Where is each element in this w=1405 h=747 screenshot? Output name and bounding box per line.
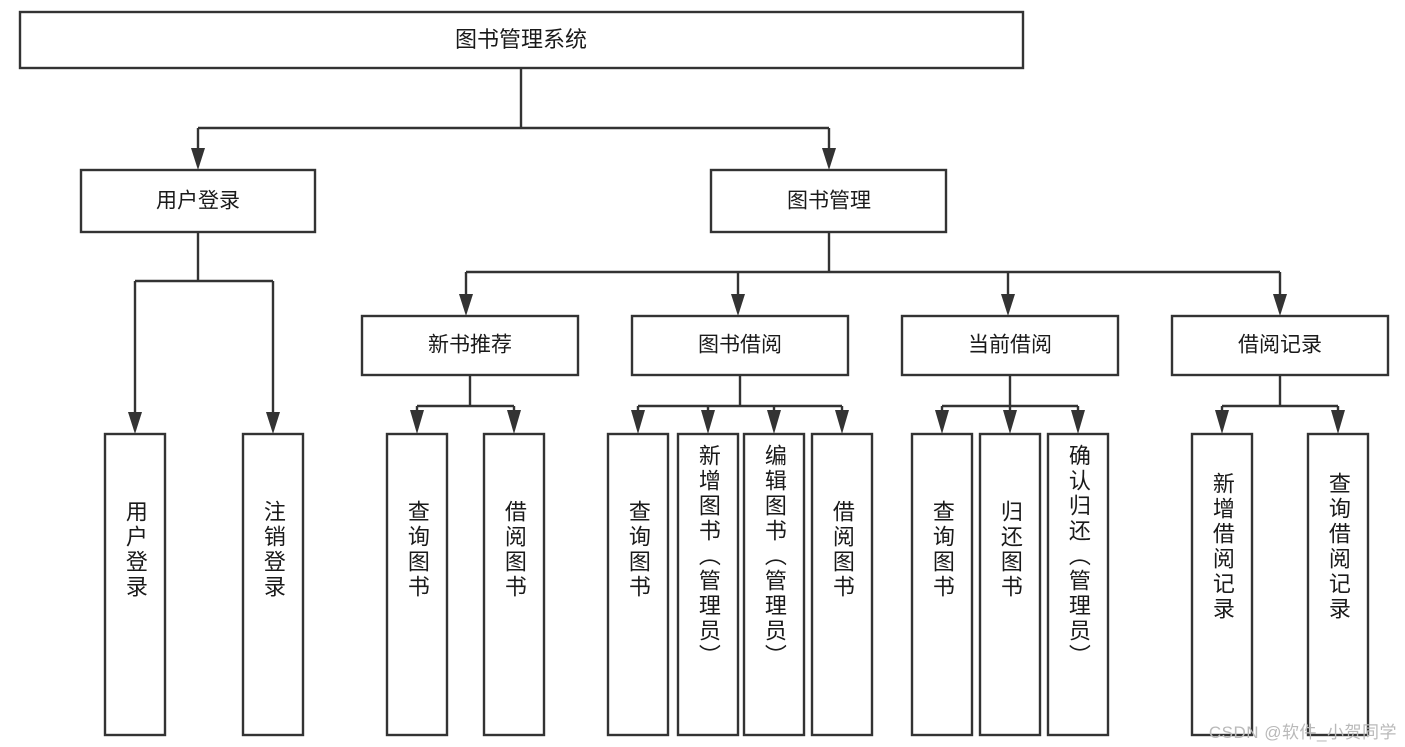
arrow-head-user-login bbox=[128, 412, 142, 434]
node-records-box[interactable] bbox=[1170, 314, 1390, 377]
node-current[interactable]: 当前借阅 bbox=[900, 314, 1120, 377]
connector-group-current bbox=[935, 375, 1085, 434]
leaf-boxes bbox=[103, 432, 1370, 737]
arrow-head-borrow bbox=[731, 294, 745, 316]
leaf-box-edit-book[interactable] bbox=[742, 432, 806, 737]
arrow-head-borrow-book-2 bbox=[835, 410, 849, 434]
leaf-box-borrow-book-2[interactable] bbox=[810, 432, 874, 737]
leaf-box-query-book-3[interactable] bbox=[910, 432, 974, 737]
leaf-box-add-book[interactable] bbox=[676, 432, 740, 737]
arrow-head-add-record bbox=[1215, 410, 1229, 434]
arrow-head-user-logout bbox=[266, 412, 280, 434]
node-bookmgmt-box[interactable] bbox=[709, 168, 948, 234]
leaf-box-user-login[interactable] bbox=[103, 432, 167, 737]
arrow-head-query-book-1 bbox=[410, 410, 424, 434]
node-current-box[interactable] bbox=[900, 314, 1120, 377]
leaf-box-borrow-book-1[interactable] bbox=[482, 432, 546, 737]
leaf-box-confirm-return[interactable] bbox=[1046, 432, 1110, 737]
node-newbook-box[interactable] bbox=[360, 314, 580, 377]
arrow-head-edit-book bbox=[767, 410, 781, 434]
connector-group-borrow bbox=[631, 375, 849, 434]
node-root-box[interactable] bbox=[18, 10, 1025, 70]
node-borrow[interactable]: 图书借阅 bbox=[630, 314, 850, 377]
arrow-head-bookmgmt bbox=[822, 148, 836, 170]
arrow-head-query-book-3 bbox=[935, 410, 949, 434]
node-borrow-label: 图书借阅 bbox=[698, 334, 782, 357]
leaf-box-add-record[interactable] bbox=[1190, 432, 1254, 737]
node-bookmgmt-label: 图书管理 bbox=[787, 190, 871, 213]
node-current-label: 当前借阅 bbox=[968, 334, 1052, 357]
node-bookmgmt[interactable]: 图书管理 bbox=[709, 168, 948, 234]
node-records-label: 借阅记录 bbox=[1238, 334, 1322, 357]
node-login-label: 用户登录 bbox=[156, 190, 240, 213]
connector-group-login bbox=[128, 232, 280, 434]
csdn-watermark: CSDN @软件_小贺同学 bbox=[1208, 723, 1397, 742]
node-root[interactable]: 图书管理系统 bbox=[18, 10, 1025, 70]
connector-group-newbook bbox=[410, 375, 521, 434]
arrow-head-confirm-return bbox=[1071, 410, 1085, 434]
arrow-head-newbook bbox=[459, 294, 473, 316]
arrow-head-login bbox=[191, 148, 205, 170]
leaf-box-user-logout[interactable] bbox=[241, 432, 305, 737]
leaf-box-return-book[interactable] bbox=[978, 432, 1042, 737]
leaf-box-query-book-2[interactable] bbox=[606, 432, 670, 737]
arrow-head-current bbox=[1001, 294, 1015, 316]
node-login[interactable]: 用户登录 bbox=[79, 168, 317, 234]
connector-group-bookmgmt bbox=[459, 232, 1287, 316]
node-root-label: 图书管理系统 bbox=[455, 27, 587, 52]
arrow-head-query-record bbox=[1331, 410, 1345, 434]
node-borrow-box[interactable] bbox=[630, 314, 850, 377]
node-newbook-label: 新书推荐 bbox=[428, 334, 512, 357]
leaf-box-query-record[interactable] bbox=[1306, 432, 1370, 737]
arrow-head-records bbox=[1273, 294, 1287, 316]
leaf-box-query-book-1[interactable] bbox=[385, 432, 449, 737]
arrow-head-add-book bbox=[701, 410, 715, 434]
connector-group-root bbox=[191, 68, 836, 170]
node-login-box[interactable] bbox=[79, 168, 317, 234]
node-newbook[interactable]: 新书推荐 bbox=[360, 314, 580, 377]
arrow-head-query-book-2 bbox=[631, 410, 645, 434]
node-records[interactable]: 借阅记录 bbox=[1170, 314, 1390, 377]
connector-group-records bbox=[1215, 375, 1345, 434]
arrow-head-return-book bbox=[1003, 410, 1017, 434]
arrow-head-borrow-book-1 bbox=[507, 410, 521, 434]
